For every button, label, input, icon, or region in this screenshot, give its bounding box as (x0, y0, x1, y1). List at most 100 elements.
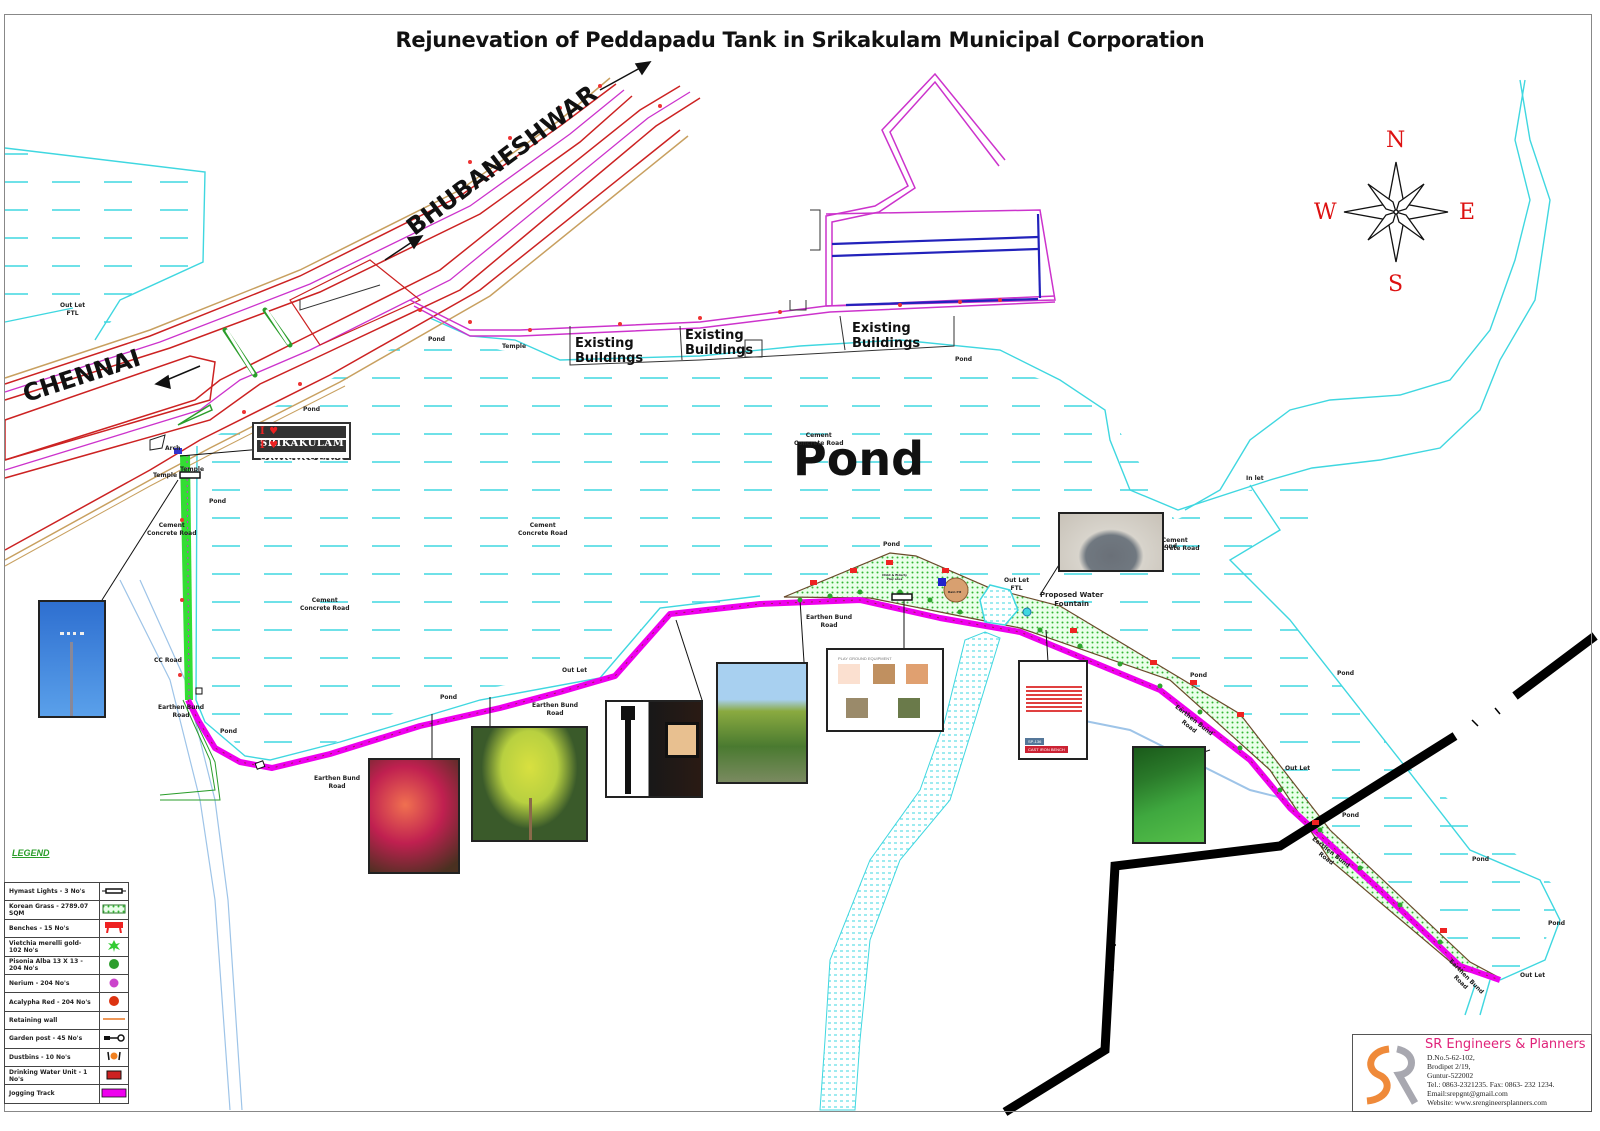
sr-logo-icon (1366, 1045, 1419, 1105)
boundary-ticks (1108, 707, 1501, 971)
label-temple: Temple (502, 343, 527, 350)
label-cement-road: Cement Concrete Road (300, 597, 350, 612)
vietchia-icon (108, 939, 120, 952)
drawing-title: Rejunevation of Peddapadu Tank in Srikak… (395, 28, 1205, 52)
photo-water-fountain (1058, 512, 1164, 572)
label-play-area: Child & Elderly Play area (882, 573, 907, 581)
cement-road-strip (180, 455, 193, 700)
legend-row: Vietchia merelli gold- 102 No's (4, 937, 129, 957)
legend-row: Pisonia Alba 13 X 13 - 204 No's (4, 955, 129, 975)
label-pond: Pond (428, 336, 446, 343)
arch-marker (174, 448, 182, 454)
label-outlet: Out Let (1285, 765, 1311, 772)
label-pond: Pond (220, 728, 238, 735)
acalypha-icon (109, 996, 119, 1007)
photo-tree-yellow (471, 726, 588, 842)
drain (831, 213, 1042, 307)
bench-markers (810, 560, 1447, 933)
bench-code: SP-136 (1025, 738, 1045, 745)
label-outlet-ftl: Out Let FTL (60, 302, 86, 317)
legend-row: Jogging Track (4, 1084, 129, 1104)
pond-main-label: Pond (793, 432, 924, 486)
water-boundary (4, 79, 1561, 1016)
korean-grass-icon (102, 904, 126, 914)
label-pond: Pond (955, 356, 973, 363)
label-proposed-fountain: Proposed Water Fountain (1040, 591, 1104, 608)
label-earthen-bund-road: Earthen Bund Road (158, 704, 205, 719)
sign-text-2: SRIKAKULAM (260, 452, 345, 463)
heart-icon: I ♥ (260, 440, 279, 451)
label-cement-road: Cement Concrete Road (794, 432, 844, 447)
bench-name: CAST IRON BENCH (1025, 746, 1068, 753)
label-earthen-bund-road: Earthen Bund Road (314, 775, 361, 790)
label-pond: Pond (1160, 543, 1178, 550)
label-pond: Pond (209, 498, 227, 505)
dustbin-icon (107, 1052, 121, 1061)
retaining-wall-icon (103, 1018, 125, 1021)
label-temple: Temple (180, 466, 205, 473)
photo-garden-post-lamp (605, 700, 703, 798)
label-temple: Temple (153, 472, 178, 479)
label-cement-road: Cement Concrete Road (1150, 537, 1200, 552)
photo-hymast-light (38, 600, 106, 718)
drinking-water-icon (106, 1070, 122, 1080)
legend-title: LEGEND (12, 848, 50, 858)
outlet-marker (195, 687, 203, 695)
direction-arrows (154, 61, 652, 390)
jogging-track-icon (101, 1088, 127, 1098)
label-earthen-bund-road: Earthen Bund Road (806, 614, 853, 629)
photo-palm-trees (716, 662, 808, 784)
label-pond: Pond (1342, 812, 1360, 819)
company-name: SR Engineers & Planners (1425, 1037, 1586, 1052)
label-pond: Pond (1337, 670, 1355, 677)
label-outlet: Out Let (562, 667, 588, 674)
label-rain-pit: Rain Pit (948, 590, 962, 594)
legend-row: Benches - 15 No's (4, 918, 129, 939)
north-boundary-wall (409, 72, 1056, 337)
label-arch: Arch (165, 445, 181, 452)
hymast-light-icon (102, 887, 126, 894)
building-outlines (299, 209, 955, 366)
legend-table: Hymast Lights - 3 No's Korean Grass - 27… (4, 881, 129, 1104)
garden-post-icon (104, 1034, 125, 1042)
bench-icon (105, 922, 123, 934)
legend-row: Garden post - 45 No's (4, 1029, 129, 1049)
compass-south: S (1388, 272, 1404, 297)
label-cement-road: Cement Concrete Road (147, 522, 197, 537)
legend-row: Drinking Water Unit - 1 No's (4, 1065, 129, 1086)
municipal-boundary (1002, 632, 1598, 1116)
label-pond: Pond (883, 541, 901, 548)
label-pond: Pond (440, 694, 458, 701)
pisonia-icon (109, 959, 119, 970)
legend-row: Acalypha Red - 204 No's (4, 992, 129, 1012)
nerium-icon (109, 978, 119, 988)
legend-row: Nerium - 204 No's (4, 973, 129, 994)
label-pond: Pond (1190, 672, 1208, 679)
legend-row: Retaining wall (4, 1010, 129, 1031)
heart-icon: I ♥ (260, 426, 279, 437)
bench-product-card: SP-136 CAST IRON BENCH (1018, 660, 1088, 760)
photo-acalypha-red (368, 758, 460, 874)
label-cement-road: Cement Concrete Road (518, 522, 568, 537)
photo-korean-grass (1132, 746, 1206, 844)
tree-markers (797, 589, 1443, 945)
hymast-light-marker (179, 471, 913, 601)
legend-row: Dustbins - 10 No's (4, 1047, 129, 1067)
legend-row: Korean Grass - 2789.07 SQM (4, 900, 129, 920)
label-cc-road: CC Road (154, 657, 182, 664)
label-earthen-bund-road: Earthen Bund Road (532, 702, 579, 717)
playground-equipment-card: PLAY GROUND EQUIPMENT (826, 648, 944, 732)
compass-east: E (1459, 200, 1476, 225)
i-love-srikakulam-sign: I ♥ SRIKAKULAM I ♥ SRIKAKULAM (252, 422, 351, 463)
company-address: D.No.5-62-102, Brodipet 2/19, Guntur-522… (1427, 1053, 1555, 1107)
compass-rose (1343, 161, 1449, 263)
compass-north: N (1386, 128, 1406, 153)
sign-text-1: SRIKAKULAM (260, 438, 345, 449)
label-inlet: In let (1246, 475, 1264, 482)
pond-water-area (5, 150, 1560, 980)
label-outlet-ftl: Out Let FTL (1004, 577, 1030, 592)
